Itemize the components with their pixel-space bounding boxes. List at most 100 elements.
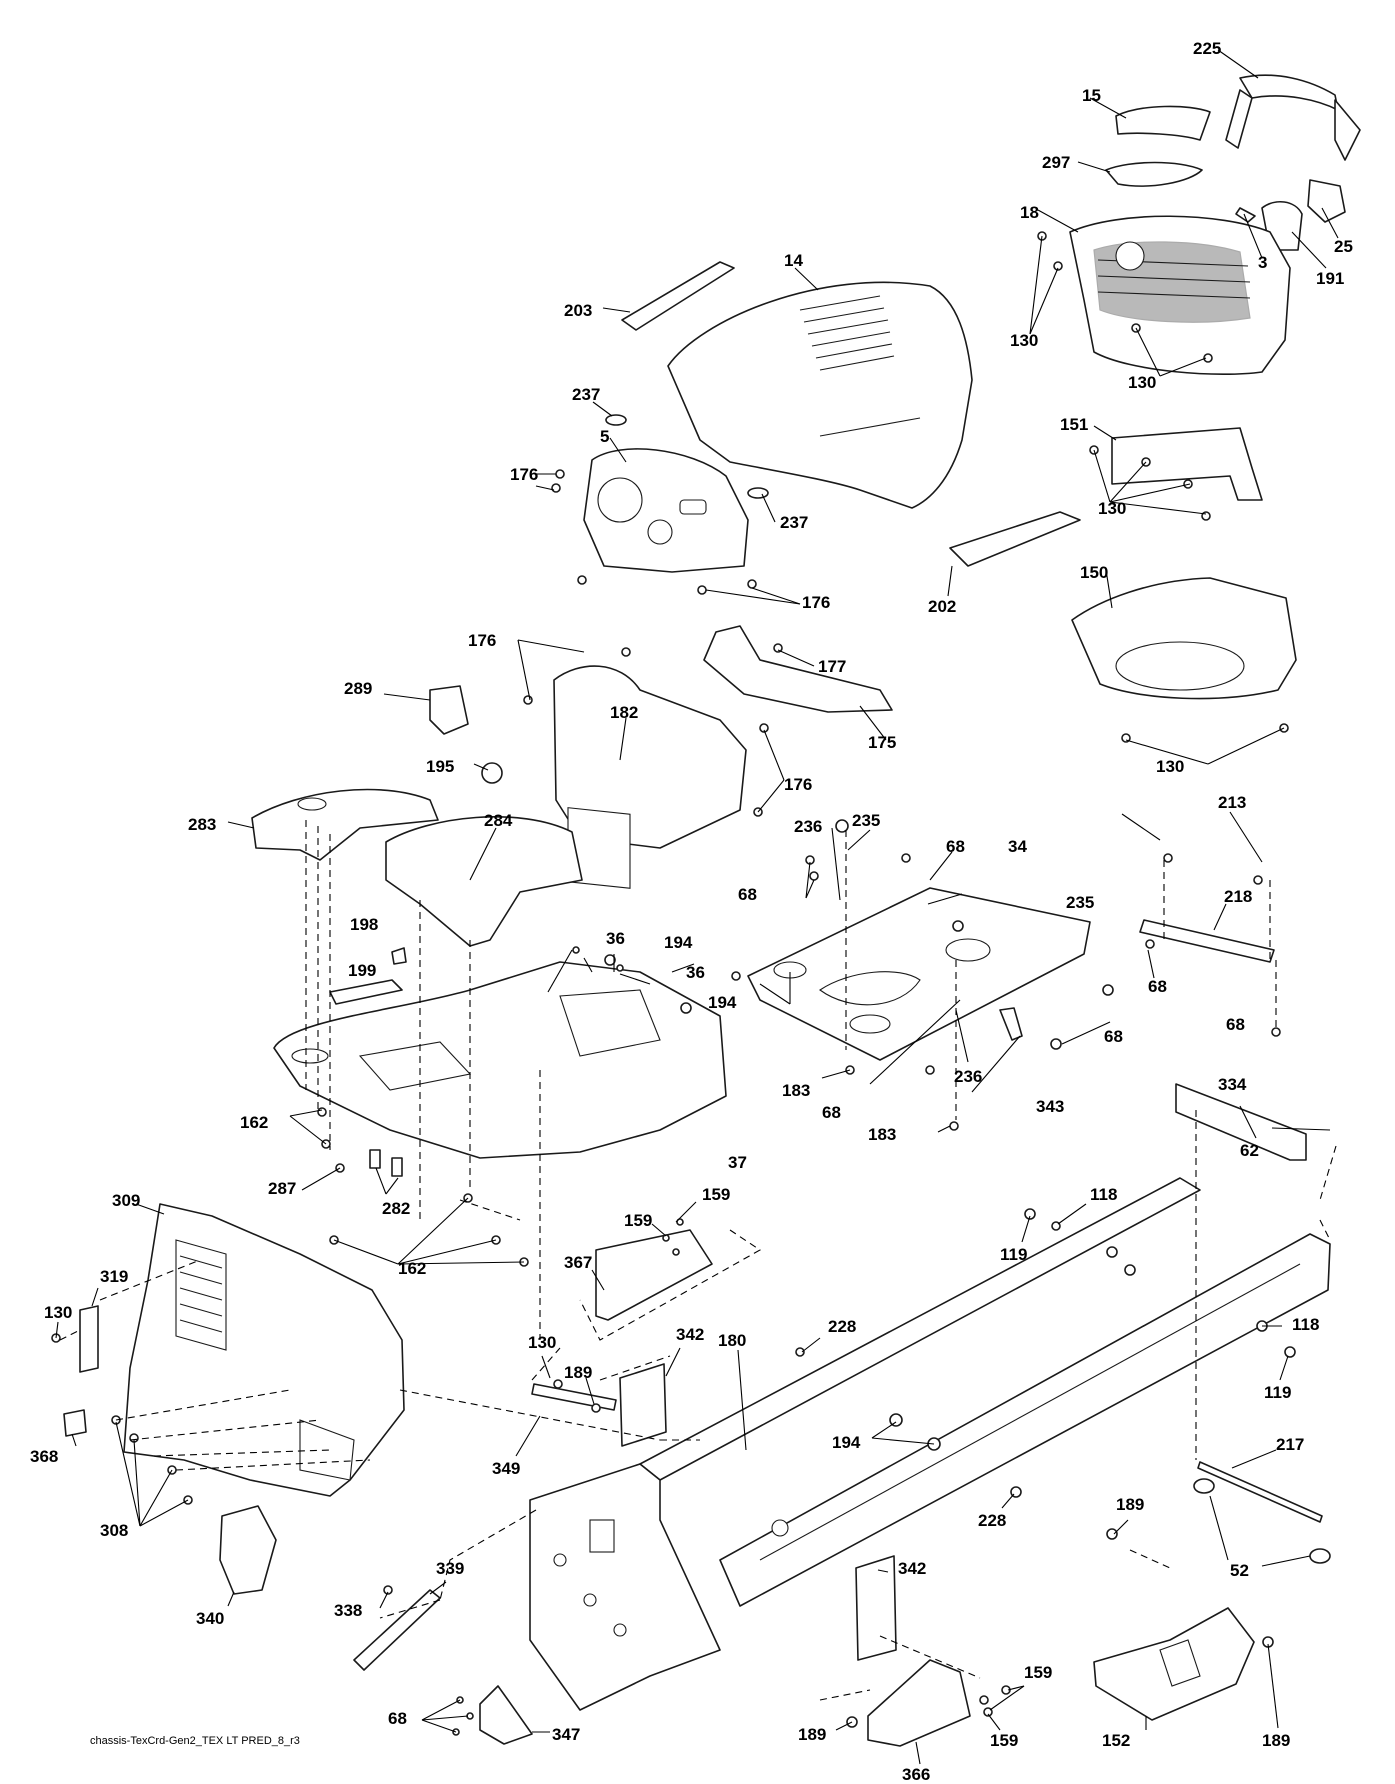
callout-177: 177 xyxy=(818,657,846,676)
callout-25: 25 xyxy=(1334,237,1353,256)
part-25 xyxy=(1307,179,1346,223)
callout-130-c: 130 xyxy=(1098,499,1126,518)
callout-287: 287 xyxy=(268,1179,296,1198)
part-52b xyxy=(1309,1548,1331,1564)
part-202-vent xyxy=(949,511,1081,567)
callout-342-a: 342 xyxy=(676,1325,704,1344)
callout-159-a: 159 xyxy=(702,1185,730,1204)
part-343 xyxy=(999,1007,1023,1041)
callout-202: 202 xyxy=(928,597,956,616)
callout-218: 218 xyxy=(1224,887,1252,906)
callout-37: 37 xyxy=(728,1153,747,1172)
callout-237-a: 237 xyxy=(572,385,600,404)
callout-3: 3 xyxy=(1258,253,1267,272)
part-3 xyxy=(1235,207,1256,223)
callout-175: 175 xyxy=(868,733,896,752)
part-342a-plate xyxy=(619,1363,667,1447)
callout-340: 340 xyxy=(196,1609,224,1628)
callout-194-c: 194 xyxy=(832,1433,861,1452)
callout-68-f: 68 xyxy=(822,1103,841,1122)
part-347-plate xyxy=(479,1685,533,1745)
callout-176-d: 176 xyxy=(784,775,812,794)
part-339-link xyxy=(353,1589,441,1671)
callout-297: 297 xyxy=(1042,153,1070,172)
callout-34: 34 xyxy=(1008,837,1027,856)
callout-62: 62 xyxy=(1240,1141,1259,1160)
part-14-hood xyxy=(667,281,973,509)
callout-68-a: 68 xyxy=(946,837,965,856)
callout-152: 152 xyxy=(1102,1731,1130,1750)
callout-342-b: 342 xyxy=(898,1559,926,1578)
callout-36-b: 36 xyxy=(686,963,705,982)
callout-235-a: 235 xyxy=(852,811,880,830)
part-283-fender xyxy=(251,788,439,861)
callout-203: 203 xyxy=(564,301,592,320)
callout-283: 283 xyxy=(188,815,216,834)
callout-217: 217 xyxy=(1276,1435,1304,1454)
callout-162-b: 162 xyxy=(398,1259,426,1278)
callout-189-a: 189 xyxy=(564,1363,592,1382)
part-349-bar xyxy=(531,1383,617,1411)
part-152-cover xyxy=(1093,1607,1255,1721)
part-284-fender xyxy=(385,816,583,947)
callout-228-b: 228 xyxy=(978,1511,1006,1530)
callout-199: 199 xyxy=(348,961,376,980)
callout-labels: 225 15 297 18 3 25 191 130 130 203 14 23… xyxy=(30,39,1353,1784)
callout-68-d: 68 xyxy=(1104,1027,1123,1046)
callout-213: 213 xyxy=(1218,793,1246,812)
callout-334: 334 xyxy=(1218,1075,1247,1094)
callout-52: 52 xyxy=(1230,1561,1249,1580)
callout-68-c: 68 xyxy=(1148,977,1167,996)
callout-366: 366 xyxy=(902,1765,930,1784)
callout-367: 367 xyxy=(564,1253,592,1272)
part-199 xyxy=(329,979,403,1005)
part-34-plate xyxy=(747,887,1091,1061)
callout-119-a: 119 xyxy=(1000,1245,1027,1264)
callout-130-e: 130 xyxy=(528,1333,556,1352)
callout-282: 282 xyxy=(382,1199,410,1218)
part-175-bracket xyxy=(703,625,893,713)
callout-338: 338 xyxy=(334,1601,362,1620)
part-340 xyxy=(219,1505,277,1595)
callout-194-a: 194 xyxy=(664,933,693,952)
callout-308: 308 xyxy=(100,1521,128,1540)
callout-162-a: 162 xyxy=(240,1113,268,1132)
callout-189-d: 189 xyxy=(1262,1731,1290,1750)
part-368 xyxy=(63,1409,87,1437)
alignment-lines xyxy=(59,820,1337,1701)
part-180-frame xyxy=(529,1177,1331,1711)
callout-284: 284 xyxy=(484,811,513,830)
callout-225: 225 xyxy=(1193,39,1221,58)
part-282a xyxy=(369,1149,381,1169)
callout-182: 182 xyxy=(610,703,638,722)
callout-189-b: 189 xyxy=(1116,1495,1144,1514)
part-342b-plate xyxy=(855,1555,897,1661)
callout-349: 349 xyxy=(492,1459,520,1478)
part-203-vent xyxy=(621,261,735,331)
callout-130-b: 130 xyxy=(1128,373,1156,392)
callout-36-a: 36 xyxy=(606,929,625,948)
part-218-bar xyxy=(1139,919,1275,963)
callout-236-a: 236 xyxy=(794,817,822,836)
part-151-bracket xyxy=(1111,427,1263,501)
callout-176-c: 176 xyxy=(468,631,496,650)
part-37-body xyxy=(273,961,727,1159)
part-237b xyxy=(747,487,769,499)
callout-18: 18 xyxy=(1020,203,1039,222)
part-15 xyxy=(1115,105,1211,141)
callout-228-a: 228 xyxy=(828,1317,856,1336)
part-150-bowl xyxy=(1071,577,1297,700)
part-282b xyxy=(391,1157,403,1177)
part-289 xyxy=(429,685,469,735)
part-198 xyxy=(391,947,407,965)
callout-235-b: 235 xyxy=(1066,893,1094,912)
callout-151: 151 xyxy=(1060,415,1088,434)
callout-194-b: 194 xyxy=(708,993,737,1012)
callout-130-d: 130 xyxy=(1156,757,1184,776)
callout-183-b: 183 xyxy=(868,1125,896,1144)
callout-130-f: 130 xyxy=(44,1303,72,1322)
callout-343: 343 xyxy=(1036,1097,1064,1116)
part-334-bracket xyxy=(1175,1083,1307,1161)
part-52a xyxy=(1193,1478,1215,1494)
